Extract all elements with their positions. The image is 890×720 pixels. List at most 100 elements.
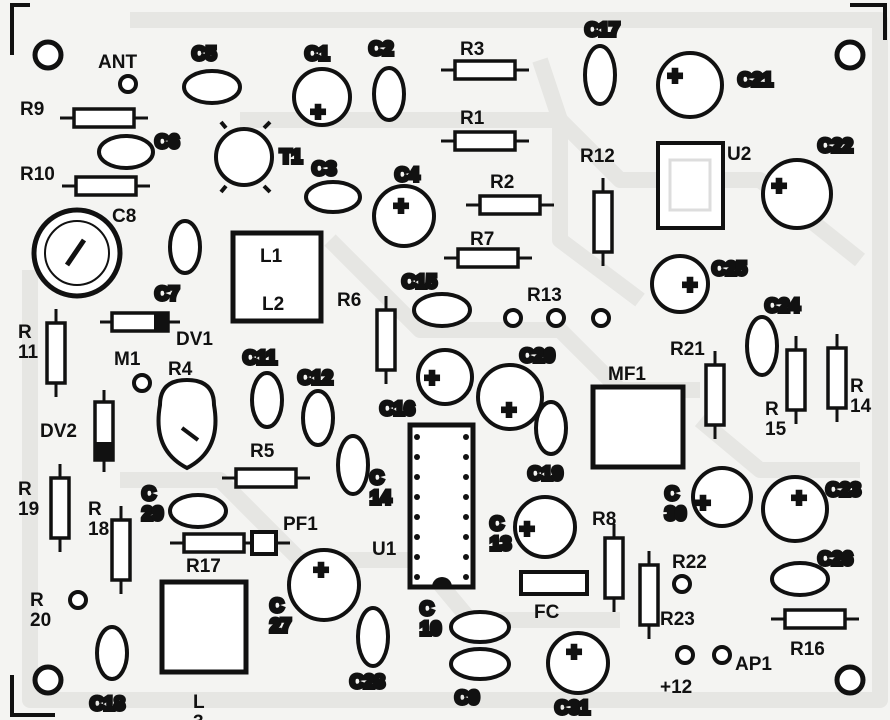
svg-text:PF1: PF1	[283, 514, 318, 535]
svg-text:AP1: AP1	[735, 654, 772, 675]
svg-text:R4: R4	[168, 359, 193, 380]
svg-text:R5: R5	[250, 441, 275, 462]
electrolytic-c21: +C21	[656, 51, 775, 119]
pad-r13: R13	[503, 285, 611, 328]
resistor-r17: R17	[168, 532, 260, 577]
electrolytic-c31: + C31	[546, 631, 610, 720]
resistor-r5: R5	[220, 441, 312, 489]
svg-text:FC: FC	[534, 602, 560, 623]
diode-dv1: DV1	[100, 311, 213, 350]
electrolytic-c4: +C4	[372, 163, 436, 248]
resistor-r7: R7	[442, 229, 534, 269]
svg-text:R16: R16	[790, 639, 825, 660]
ceramic-filter-fc: FC	[519, 570, 589, 623]
svg-text:R6: R6	[337, 290, 361, 311]
svg-text:+: +	[314, 557, 328, 584]
ic-u1: U1	[372, 422, 476, 590]
svg-text:C25: C25	[712, 259, 747, 280]
capacitor-c5: C5	[182, 42, 242, 105]
svg-text:R19: R19	[18, 479, 39, 520]
svg-text:C6: C6	[155, 132, 179, 153]
svg-text:C9: C9	[455, 688, 479, 709]
resistor-r1: R1	[439, 108, 531, 152]
svg-text:+: +	[425, 365, 439, 392]
copper-tracks	[22, 12, 888, 708]
svg-text:C8: C8	[112, 206, 136, 227]
svg-text:C30: C30	[665, 484, 686, 525]
svg-text:+: +	[772, 173, 786, 200]
svg-text:R11: R11	[18, 322, 39, 363]
electrolytic-c23: + C23	[761, 475, 863, 543]
pad-ap1: AP1	[712, 645, 772, 675]
svg-text:+: +	[394, 193, 408, 220]
svg-text:+: +	[311, 99, 325, 126]
filter-mf1: MF1	[590, 364, 686, 470]
capacitor-c12: C12	[296, 366, 335, 447]
svg-text:C31: C31	[555, 698, 590, 719]
transformer-t1: T1	[214, 120, 305, 194]
svg-text:C18: C18	[90, 694, 125, 715]
svg-text:R7: R7	[470, 229, 494, 250]
svg-text:R17: R17	[186, 556, 221, 577]
capacitor-c18: C18	[88, 625, 129, 717]
trimmer-c8: C8	[31, 206, 136, 299]
capacitor-c9: C9	[449, 647, 511, 711]
svg-text:+: +	[668, 63, 682, 90]
capacitor-c11: C11	[241, 346, 284, 429]
mounting-holes	[32, 39, 866, 696]
svg-text:R3: R3	[460, 39, 484, 60]
pad-r22: R22	[672, 552, 707, 594]
svg-text:C22: C22	[818, 136, 853, 157]
svg-text:L1: L1	[260, 246, 283, 267]
svg-text:C2: C2	[369, 39, 393, 60]
svg-text:+: +	[567, 639, 581, 666]
svg-text:M1: M1	[114, 349, 141, 370]
capacitor-c26: C26	[770, 547, 855, 597]
capacitor-c15: C15	[400, 270, 472, 328]
capacitor-c24: C24	[745, 294, 802, 377]
svg-text:C7: C7	[155, 284, 179, 305]
svg-text:C5: C5	[192, 44, 217, 65]
electrolytic-c22: + C22	[761, 134, 855, 230]
svg-text:R9: R9	[20, 99, 44, 120]
svg-text:C28: C28	[350, 672, 385, 693]
svg-text:R8: R8	[592, 509, 616, 530]
svg-text:+: +	[520, 516, 534, 543]
electrolytic-c25: +C25	[650, 254, 749, 314]
capacitor-c28: C28	[348, 606, 390, 695]
svg-text:C20: C20	[520, 346, 555, 367]
svg-text:U2: U2	[727, 144, 751, 165]
trimmer-r4: R4	[156, 359, 218, 471]
svg-text:L3: L3	[193, 692, 205, 720]
svg-text:DV1: DV1	[176, 329, 213, 350]
svg-text:C24: C24	[765, 296, 800, 317]
svg-text:C15: C15	[402, 272, 437, 293]
regulator-u2: U2	[656, 141, 751, 230]
svg-text:ANT: ANT	[98, 52, 137, 73]
svg-text:C1: C1	[305, 44, 330, 65]
svg-text:C23: C23	[826, 480, 861, 501]
resistor-r21: R21	[670, 339, 726, 441]
svg-text:C16: C16	[380, 399, 415, 420]
svg-text:C19: C19	[528, 464, 563, 485]
resistor-r16: R16	[769, 608, 861, 660]
resistor-r2: R2	[464, 172, 556, 216]
svg-text:R18: R18	[88, 499, 109, 540]
svg-text:R14: R14	[850, 376, 872, 417]
resistor-r10: R10	[20, 164, 152, 197]
pad-m1: M1	[114, 349, 152, 393]
svg-text:C3: C3	[312, 159, 336, 180]
pad-ant: ANT	[98, 52, 138, 94]
electrolytic-c1: + C1	[292, 42, 352, 128]
svg-text:+: +	[792, 485, 806, 512]
svg-text:R13: R13	[527, 285, 562, 306]
